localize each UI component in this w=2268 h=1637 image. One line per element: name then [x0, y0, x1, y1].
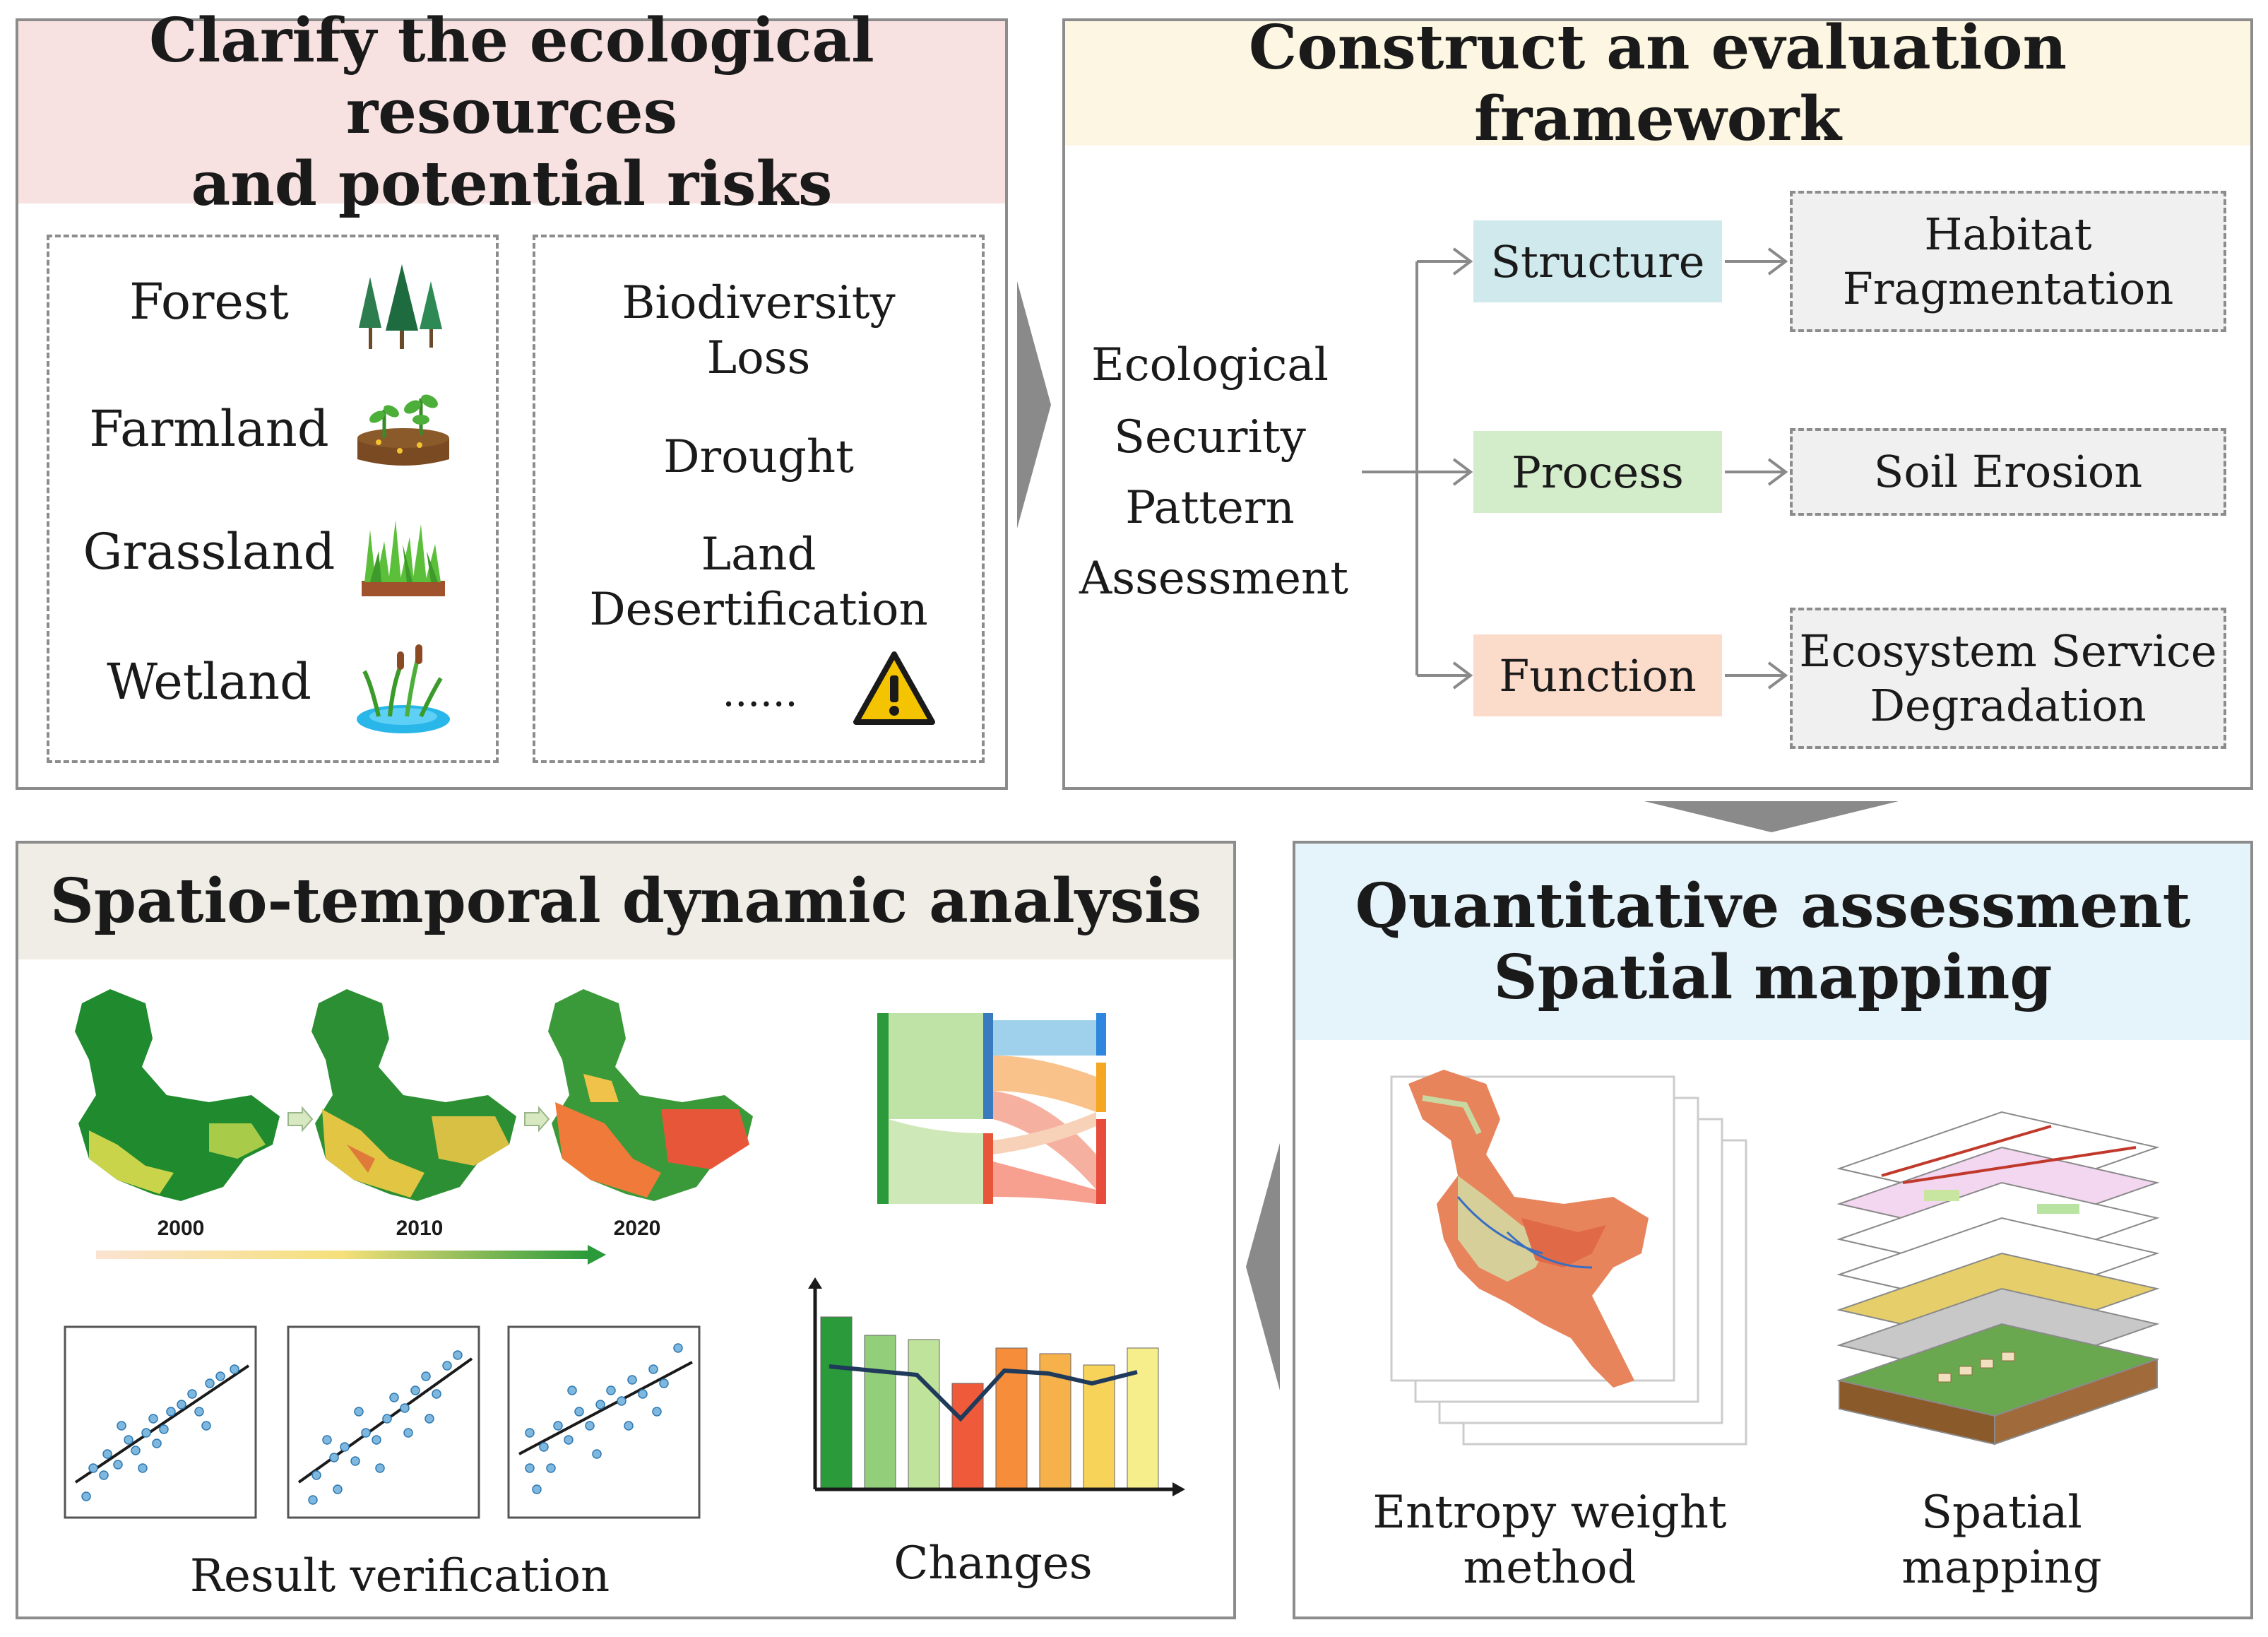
year-2020: 2020 — [613, 1217, 661, 1240]
spatial-layers-illustration — [1836, 1111, 2160, 1446]
changes-bar — [1127, 1347, 1159, 1490]
panel-clarify: Clarify the ecological resources and pot… — [16, 5, 1008, 790]
sankey-illustration — [877, 1013, 1106, 1204]
habitat-line2: Fragmentation — [1842, 263, 2174, 314]
arrow-right-icon — [1017, 281, 1051, 528]
changes-bar — [864, 1335, 896, 1490]
panel-spatio-title: Spatio-temporal dynamic analysis — [49, 865, 1202, 938]
resource-farmland: Farmland — [89, 400, 329, 458]
ecosystem-line1: Ecosystem Service — [1799, 625, 2217, 677]
root-line1: Ecological — [1091, 339, 1329, 391]
framework-connectors — [1362, 247, 1788, 690]
ecosystem-degradation-box: Ecosystem Service Degradation — [1790, 608, 2226, 749]
resource-grassland: Grassland — [83, 523, 336, 581]
farmland-icon — [357, 394, 449, 466]
ecosystem-line2: Degradation — [1870, 680, 2147, 731]
panel-clarify-header: Clarify the ecological resources and pot… — [18, 5, 1005, 220]
wetland-icon — [357, 644, 450, 733]
entropy-line2: method — [1463, 1542, 1637, 1594]
panel-quant-header: Quantitative assessment Spatial mapping — [1295, 844, 2250, 1040]
changes-bar — [1083, 1364, 1115, 1490]
grassland-icon — [362, 520, 445, 596]
risk-biodiversity: Biodiversity — [622, 277, 896, 329]
changes-bar — [908, 1339, 940, 1490]
resource-forest: Forest — [129, 273, 289, 331]
year-2000: 2000 — [157, 1217, 205, 1240]
risk-ellipsis: ...... — [722, 670, 798, 716]
mapping-line2: mapping — [1901, 1542, 2102, 1594]
changes-label: Changes — [893, 1537, 1093, 1590]
panel-spatio: Spatio-temporal dynamic analysis — [16, 841, 1236, 1619]
panel-quant: Quantitative assessment Spatial mapping … — [1293, 841, 2253, 1619]
structure-box: Structure — [1473, 220, 1722, 302]
risk-desertification: Desertification — [589, 584, 928, 636]
panel-clarify-title-line1: Clarify the ecological resources — [149, 4, 874, 148]
arrow-left-icon — [1246, 1143, 1280, 1390]
risks-box — [533, 235, 985, 763]
panel-framework-header: Construct an evaluation framework — [1065, 12, 2250, 155]
panel-clarify-title-line2: and potential risks — [191, 148, 833, 220]
year-2010: 2010 — [396, 1217, 444, 1240]
process-box: Process — [1473, 431, 1722, 513]
soil-erosion-box: Soil Erosion — [1790, 428, 2226, 516]
mapping-line1: Spatial — [1921, 1487, 2082, 1539]
risk-drought: Drought — [663, 431, 854, 483]
panel-framework-title: Construct an evaluation framework — [1248, 11, 2067, 155]
habitat-fragmentation-box: Habitat Fragmentation — [1790, 191, 2226, 332]
forest-icon — [359, 264, 442, 349]
verification-label: Result verification — [189, 1550, 610, 1602]
panel-framework: Construct an evaluation framework Ecolog… — [1062, 12, 2253, 790]
root-line3: Pattern — [1125, 482, 1295, 534]
entropy-line1: Entropy weight — [1372, 1487, 1727, 1539]
risk-loss: Loss — [706, 332, 811, 384]
changes-bar — [820, 1316, 853, 1490]
habitat-line1: Habitat — [1924, 208, 2092, 260]
arrow-down-icon — [1644, 801, 1899, 832]
risk-land: Land — [701, 528, 817, 581]
warning-icon — [853, 651, 935, 725]
resource-wetland: Wetland — [107, 653, 311, 711]
maps-timeseries-illustration — [75, 989, 753, 1265]
panel-spatio-header: Spatio-temporal dynamic analysis — [18, 844, 1233, 959]
function-box: Function — [1473, 634, 1722, 716]
root-line4: Assessment — [1079, 552, 1348, 605]
changes-trend-line — [829, 1364, 1138, 1422]
entropy-maps-illustration — [1390, 1070, 1747, 1446]
panel-quant-title-line1: Quantitative assessment — [1355, 870, 2191, 942]
soil-erosion-label: Soil Erosion — [1873, 446, 2143, 498]
resources-box — [47, 235, 499, 763]
changes-bar-chart — [808, 1277, 1185, 1496]
panel-quant-title-line2: Spatial mapping — [1493, 942, 2053, 1013]
root-line2: Security — [1114, 411, 1306, 463]
verification-scatter-plots — [64, 1325, 701, 1519]
